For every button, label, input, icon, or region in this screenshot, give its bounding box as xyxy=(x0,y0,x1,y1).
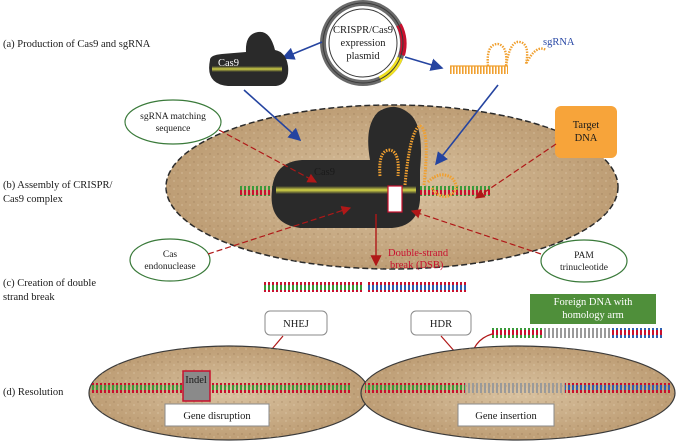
step-c-label-line2: strand break xyxy=(3,292,55,303)
target-dna-pointer xyxy=(475,143,557,199)
sgrna-icon xyxy=(450,40,547,74)
target-dna-line1: Target xyxy=(573,120,600,131)
cas-endonuclease-callout xyxy=(129,238,211,282)
pam-callout xyxy=(540,239,628,283)
cut-site-box xyxy=(387,185,403,213)
foreign-dna-arm-right xyxy=(612,328,662,338)
gene-insertion-label: Gene insertion xyxy=(475,411,537,422)
hdr-label: HDR xyxy=(430,319,452,330)
plasmid-label-line3: plasmid xyxy=(346,51,380,62)
cas-endo-line2: endonuclease xyxy=(144,262,195,272)
hdr-dna-insert xyxy=(465,383,565,393)
sgrna-complex-icon xyxy=(378,124,458,198)
foreign-dna-box xyxy=(530,294,656,324)
cas9-top-label: Cas9 xyxy=(218,58,239,69)
hdr-dna-left xyxy=(365,383,465,393)
arrow-sgrna-into-cell xyxy=(435,84,499,166)
foreign-dna-insert xyxy=(542,328,612,338)
pam-line1: PAM xyxy=(574,251,594,261)
step-b-label-line2: Cas9 complex xyxy=(3,194,64,205)
plasmid-label-line2: expression xyxy=(341,38,387,49)
hdr-dna-right xyxy=(565,383,670,393)
foreign-dna-line2: homology arm xyxy=(562,310,624,321)
target-dna-line2: DNA xyxy=(575,133,598,144)
step-c-label-line1: (c) Creation of double xyxy=(3,278,96,289)
dsb-fragment-left xyxy=(262,282,362,292)
step-b-label-line1: (b) Assembly of CRISPR/ xyxy=(3,180,112,191)
target-dna-box xyxy=(555,106,617,158)
gene-disruption-label: Gene disruption xyxy=(183,411,251,422)
foreign-dna-arm-left xyxy=(492,328,542,338)
indel-label: Indel xyxy=(185,375,207,386)
pam-line2: trinucleotide xyxy=(560,263,608,273)
dsb-label-line2: break (DSB) xyxy=(390,260,444,271)
arrow-to-cas9 xyxy=(281,41,323,60)
cas9-complex-icon xyxy=(271,106,421,228)
arrow-cas9-into-cell xyxy=(243,89,302,142)
step-d-label: (d) Resolution xyxy=(3,387,64,398)
step-a-label: (a) Production of Cas9 and sgRNA xyxy=(3,39,151,50)
sgrna-matching-line2: sequence xyxy=(156,124,191,134)
sgrna-top-label: sgRNA xyxy=(543,37,575,48)
nhej-dna-left xyxy=(92,383,184,393)
dsb-label-line1: Double-strand xyxy=(388,248,449,259)
gene-insertion-box xyxy=(457,403,555,427)
nhej-box xyxy=(264,310,328,336)
nhej-dna-right xyxy=(210,383,350,393)
cas9-protein-icon xyxy=(209,31,289,86)
gene-disruption-box xyxy=(164,403,270,427)
cas9-complex-label: Cas9 xyxy=(314,167,335,178)
arrow-to-sgrna xyxy=(404,56,444,71)
cas-endonuclease-pointer xyxy=(207,206,352,255)
pam-pointer xyxy=(410,209,542,255)
nhej-label: NHEJ xyxy=(283,319,309,330)
indel-box xyxy=(182,370,211,402)
dsb-fragment-right xyxy=(368,282,468,292)
cas-endo-line1: Cas xyxy=(163,250,178,260)
hdr-box xyxy=(410,310,472,336)
sgrna-matching-line1: sgRNA matching xyxy=(140,112,206,122)
plasmid-label-line1: CRISPR/Cas9 xyxy=(333,25,393,36)
plasmid-icon xyxy=(320,0,407,86)
foreign-dna-line1: Foreign DNA with xyxy=(554,297,634,308)
sgrna-matching-pointer xyxy=(218,129,318,183)
sgrna-matching-callout xyxy=(124,99,222,145)
